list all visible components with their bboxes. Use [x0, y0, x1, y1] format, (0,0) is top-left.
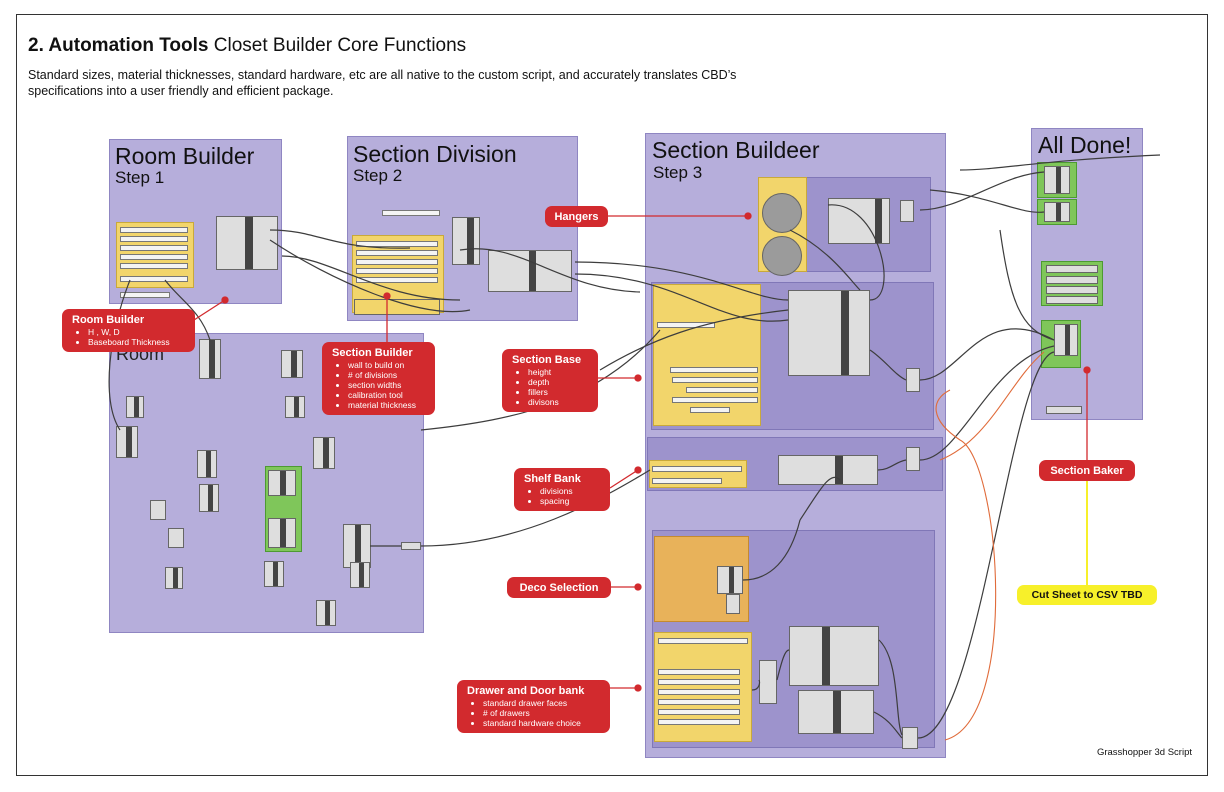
basic-shelf-section-component[interactable] — [788, 290, 870, 376]
room-builder-step: Step 1 — [115, 168, 165, 187]
cut-sheet-csv-callout: Cut Sheet to CSV TBD — [1017, 585, 1157, 605]
section-division-title: Section Division — [353, 141, 517, 167]
off-length-slider[interactable] — [120, 254, 188, 260]
hanging-rods-bake-toggle[interactable] — [1046, 265, 1098, 273]
all-done-title: All Done! — [1038, 132, 1132, 158]
number-of-sections-slider[interactable] — [356, 277, 438, 283]
deco-selection-callout: Deco Selection — [507, 577, 611, 598]
offset-component-c[interactable] — [268, 518, 296, 548]
width-slider[interactable] — [120, 245, 188, 251]
drawer-bank-bake-toggle[interactable] — [1046, 296, 1098, 304]
wire-division-to-base — [574, 261, 789, 301]
section-baker-callout: Section Baker — [1039, 460, 1135, 481]
room-output-param[interactable] — [401, 542, 421, 550]
panel-depth-slider[interactable] — [686, 387, 758, 393]
footer-credit: Grasshopper 3d Script — [1096, 747, 1192, 758]
section-base-callout: Section Base height depth fillers diviso… — [502, 349, 598, 412]
shelf-bank-component[interactable] — [778, 455, 878, 485]
room-bake-toggle[interactable] — [120, 292, 170, 298]
offset-component-a[interactable] — [199, 339, 221, 379]
shelf-bank-callout: Shelf Bank divisions spacing — [514, 468, 610, 511]
panel-thickness-param[interactable] — [354, 299, 440, 315]
drawer-height-4-slider[interactable] — [658, 699, 740, 705]
cell-panel-height-slider[interactable] — [670, 367, 758, 373]
bounding-component[interactable] — [268, 470, 296, 496]
rod-filter-component[interactable] — [900, 200, 914, 222]
drawer-filter-component[interactable] — [902, 727, 918, 749]
line-component[interactable] — [168, 528, 184, 548]
bake-switch[interactable] — [1046, 406, 1082, 414]
drawer-bank-component[interactable] — [789, 626, 879, 686]
offset-bake-component[interactable] — [1044, 166, 1070, 194]
room-builder-group[interactable]: Room Builder Step 1 — [109, 139, 282, 304]
explode-component-a[interactable] — [281, 350, 303, 378]
section-builder-step: Step 3 — [653, 163, 703, 182]
drawer-door-callout: Drawer and Door bank standard drawer fac… — [457, 680, 610, 733]
sections-here-component[interactable] — [452, 217, 480, 265]
deco-style-selector[interactable] — [717, 566, 743, 594]
drawer-height-1-slider[interactable] — [658, 669, 740, 675]
height-slider[interactable] — [120, 227, 188, 233]
deconstruct-component[interactable] — [126, 396, 144, 418]
wire-orange-drawer — [935, 389, 997, 741]
explode-component-c[interactable] — [199, 484, 219, 512]
rod-style-a[interactable] — [762, 193, 802, 233]
creator-component[interactable] — [488, 250, 572, 292]
shelf-filter-component[interactable] — [906, 447, 920, 471]
section-base-filter[interactable] — [906, 368, 920, 392]
hanging-rods-component[interactable] — [828, 198, 890, 244]
depth-slider[interactable] — [120, 236, 188, 242]
intermediate-shelf-slider[interactable] — [652, 466, 742, 472]
div-3-slider[interactable] — [356, 259, 438, 265]
filler-slider[interactable] — [120, 276, 188, 282]
offset-component-d[interactable] — [316, 600, 336, 626]
hardware-choice-slider[interactable] — [658, 719, 740, 725]
page-frame — [16, 14, 1208, 776]
div-1-slider[interactable] — [356, 241, 438, 247]
div-4-slider[interactable] — [356, 268, 438, 274]
section-base-bake-toggle[interactable] — [1046, 276, 1098, 284]
drawer-height-2-slider[interactable] — [658, 679, 740, 685]
page-subtitle: Standard sizes, material thicknesses, st… — [28, 68, 737, 98]
drawer-starting-height-slider[interactable] — [658, 638, 748, 644]
base-shelf-height-slider[interactable] — [672, 397, 758, 403]
standard-knobs-component[interactable] — [798, 690, 874, 734]
drawer-height-3-slider[interactable] — [658, 689, 740, 695]
deco-bake-component[interactable] — [726, 594, 740, 614]
room-builder-callout: Room Builder H , W, D Baseboard Thicknes… — [62, 309, 195, 352]
wire-room-to-division — [269, 229, 411, 249]
offset-component-b[interactable] — [116, 426, 138, 458]
rod-style-b[interactable] — [762, 236, 802, 276]
drawer-height-5-slider[interactable] — [658, 709, 740, 715]
room-builder-title: Room Builder — [115, 143, 255, 169]
move-component[interactable] — [165, 567, 183, 589]
shelf-count-slider[interactable] — [652, 478, 722, 484]
basic-room-builder-component[interactable] — [216, 216, 278, 270]
stage-slider[interactable] — [690, 407, 730, 413]
section-division-group[interactable]: Section Division Step 2 — [347, 136, 578, 321]
section-division-step: Step 2 — [353, 166, 403, 185]
bake-cluster-component[interactable] — [1054, 324, 1078, 356]
explode-component-b[interactable] — [197, 450, 217, 478]
list-item-component-a[interactable] — [285, 396, 305, 418]
section-builder-title: Section Buildeer — [652, 137, 820, 163]
active-section-slider[interactable] — [657, 322, 715, 328]
total-sections-calibration[interactable] — [382, 210, 440, 216]
page-title: 2. Automation Tools Closet Builder Core … — [28, 35, 467, 56]
shelf-bank-bake-toggle[interactable] — [1046, 286, 1098, 294]
hangers-callout: Hangers — [545, 206, 608, 227]
wire-orange-shelf — [939, 351, 1045, 461]
half-panel-height-slider[interactable] — [672, 377, 758, 383]
merge-component[interactable] — [1044, 202, 1070, 222]
section-builder-callout: Section Builder wall to build on # of di… — [322, 342, 435, 415]
trim-component[interactable] — [313, 437, 335, 469]
rotate-component[interactable] — [264, 561, 284, 587]
rhw-length-slider[interactable] — [120, 263, 188, 269]
shatter-component[interactable] — [350, 562, 370, 588]
div-2-slider[interactable] — [356, 250, 438, 256]
list-item-component-b[interactable] — [150, 500, 166, 520]
